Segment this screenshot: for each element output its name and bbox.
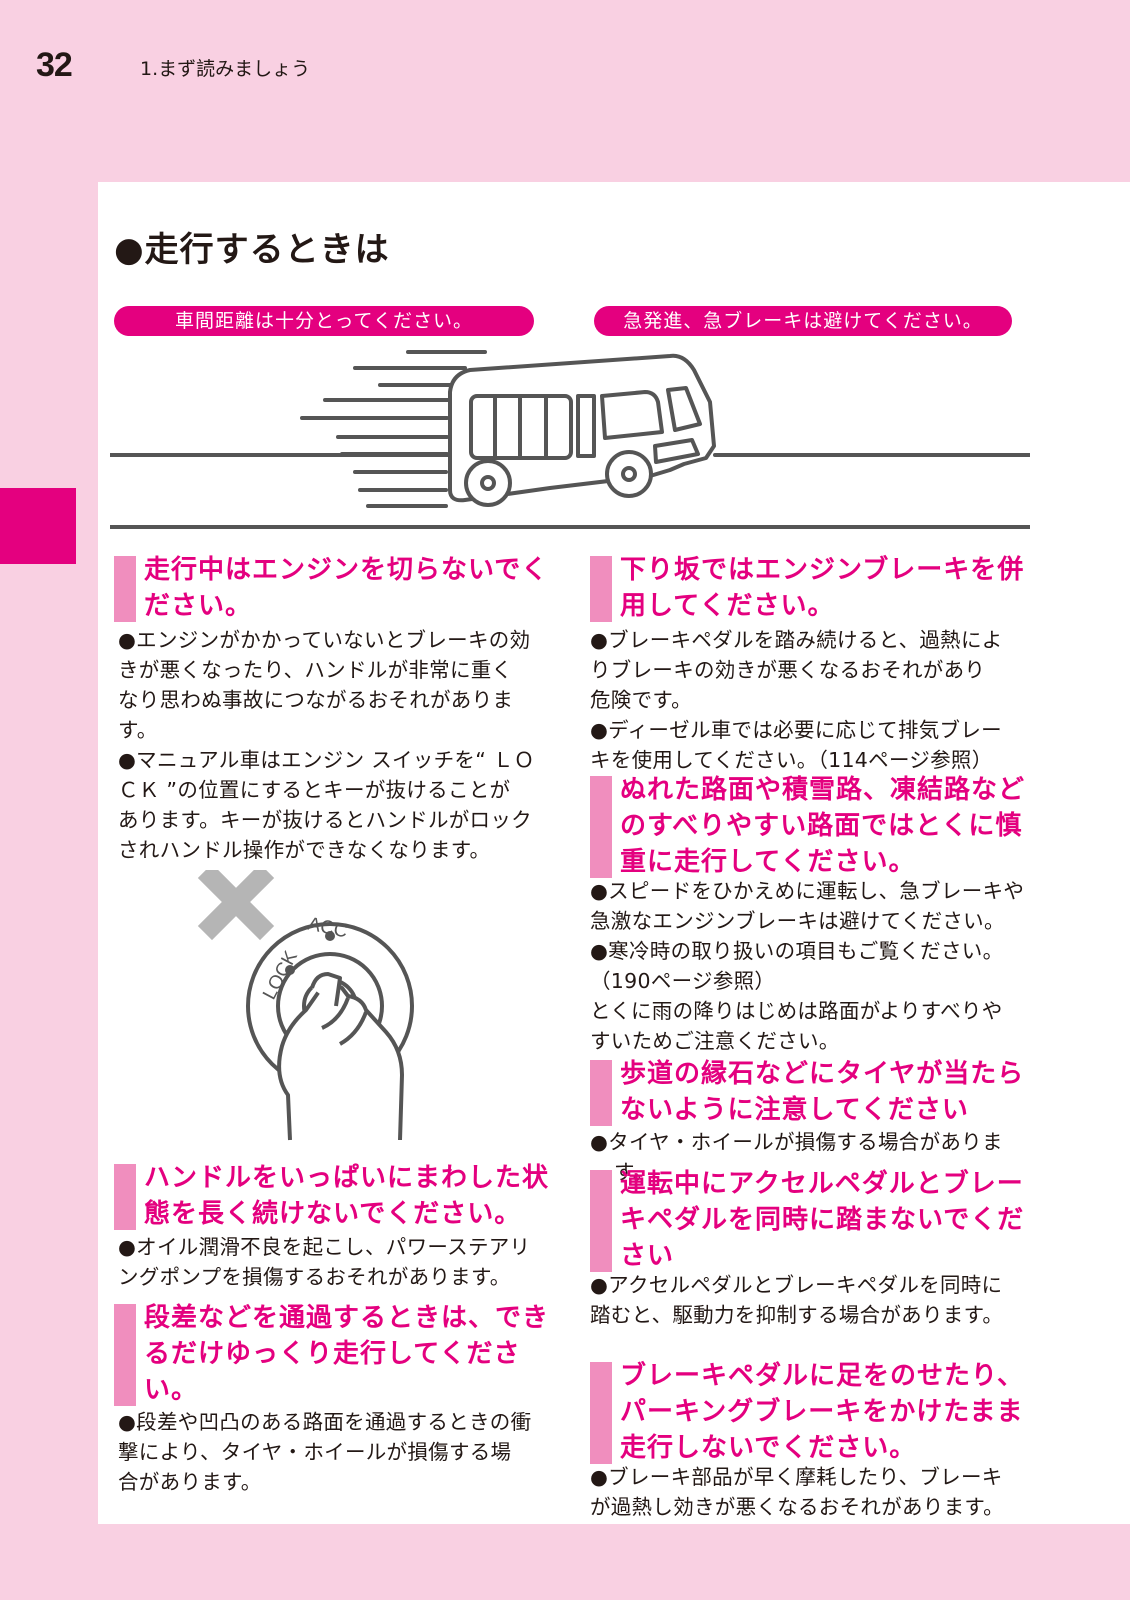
bullet-paragraph: ●ディーゼル車では必要に応じて排気ブレー キを使用してください。（114ページ参…: [590, 718, 1002, 772]
chapter-title: 1.まず読みましょう: [140, 58, 311, 80]
note-paragraph: とくに雨の降りはじめは路面がよりすべりや すいためご注意ください。: [590, 999, 1003, 1053]
text-use-engine-brake-downhill: ●ブレーキペダルを踏み続けると、過熱によ りブレーキの効きが悪くなるおそれがあり…: [590, 625, 1030, 775]
heading-pass-bumps-slowly: 段差などを通過するときは、でき るだけゆっくり走行してくださ い。: [114, 1300, 562, 1408]
bullet-paragraph: ●寒冷時の取り扱いの項目もご覧ください。 （190ページ参照）: [590, 939, 1004, 993]
text-avoid-curbs: ●タイヤ・ホイールが損傷する場合があります。: [590, 1127, 1030, 1187]
bullet-paragraph: ●ブレーキ部品が早く摩耗したり、ブレーキ が過熱し効きが悪くなるおそれがあります…: [590, 1465, 1004, 1519]
page-number: 32: [36, 46, 73, 84]
text-slippery-roads: ●スピードをひかえめに運転し、急ブレーキや 急激なエンジンブレーキは避けてくださ…: [590, 876, 1030, 1056]
heading-no-simultaneous-pedals: 運転中にアクセルペダルとブレー キペダルを同時に踏まないでくだ さい: [590, 1166, 1030, 1274]
text-pass-bumps-slowly: ●段差や凹凸のある路面を通過するときの衝 撃により、タイヤ・ホイールが損傷する場…: [118, 1407, 566, 1497]
heading-avoid-curbs: 歩道の縁石などにタイヤが当たら ないように注意してください: [590, 1056, 1030, 1128]
bus-driving-illustration: [110, 350, 1030, 529]
bullet-paragraph: ●段差や凹凸のある路面を通過するときの衝 撃により、タイヤ・ホイールが損傷する場…: [118, 1410, 532, 1494]
heading-use-engine-brake-downhill: 下り坂ではエンジンブレーキを併 用してください。: [590, 552, 1030, 624]
cross-mark-icon: [197, 870, 275, 941]
bullet-paragraph: ●マニュアル車はエンジン スイッチを“ ＬＯ ＣＫ ”の位置にするとキーが抜ける…: [118, 748, 535, 862]
caption-pill-following-distance: 車間距離は十分とってください。: [114, 306, 534, 336]
bullet-paragraph: ●エンジンがかかっていないとブレーキの効 きが悪くなったり、ハンドルが非常に重く…: [118, 628, 531, 742]
bullet-paragraph: ●アクセルペダルとブレーキペダルを同時に 踏むと、駆動力を抑制する場合があります…: [590, 1273, 1004, 1327]
caption-pill-sudden-start-brake: 急発進、急ブレーキは避けてください。: [594, 306, 1012, 336]
text-dont-stop-engine: ●エンジンがかかっていないとブレーキの効 きが悪くなったり、ハンドルが非常に重く…: [118, 625, 566, 865]
heading-slippery-roads: ぬれた路面や積雪路、凍結路など のすべりやすい路面ではとくに慎 重に走行してくだ…: [590, 772, 1030, 880]
bullet-paragraph: ●ブレーキペダルを踏み続けると、過熱によ りブレーキの効きが悪くなるおそれがあり…: [590, 628, 1003, 712]
bullet-paragraph: ●タイヤ・ホイールが損傷する場合があります。: [590, 1130, 1003, 1184]
ignition-key-prohibited-illustration: ACC LOCK: [197, 870, 414, 1141]
chapter-tab-marker: [0, 488, 76, 564]
text-no-simultaneous-pedals: ●アクセルペダルとブレーキペダルを同時に 踏むと、駆動力を抑制する場合があります…: [590, 1270, 1030, 1330]
svg-text:ACC: ACC: [306, 914, 350, 943]
bullet-paragraph: ●スピードをひかえめに運転し、急ブレーキや 急激なエンジンブレーキは避けてくださ…: [590, 879, 1025, 933]
heading-no-riding-brakes: ブレーキペダルに足をのせたり、 パーキングブレーキをかけたまま 走行しないでくだ…: [590, 1358, 1030, 1466]
text-full-steering-lock: ●オイル潤滑不良を起こし、パワーステアリ ングポンプを損傷するおそれがあります。: [118, 1232, 566, 1292]
section-title: ●走行するときは: [114, 230, 390, 270]
text-no-riding-brakes: ●ブレーキ部品が早く摩耗したり、ブレーキ が過熱し効きが悪くなるおそれがあります…: [590, 1462, 1030, 1522]
bullet-paragraph: ●オイル潤滑不良を起こし、パワーステアリ ングポンプを損傷するおそれがあります。: [118, 1235, 531, 1289]
heading-full-steering-lock: ハンドルをいっぱいにまわした状 態を長く続けないでください。: [114, 1160, 562, 1232]
heading-dont-stop-engine: 走行中はエンジンを切らないでく ださい。: [114, 552, 562, 624]
